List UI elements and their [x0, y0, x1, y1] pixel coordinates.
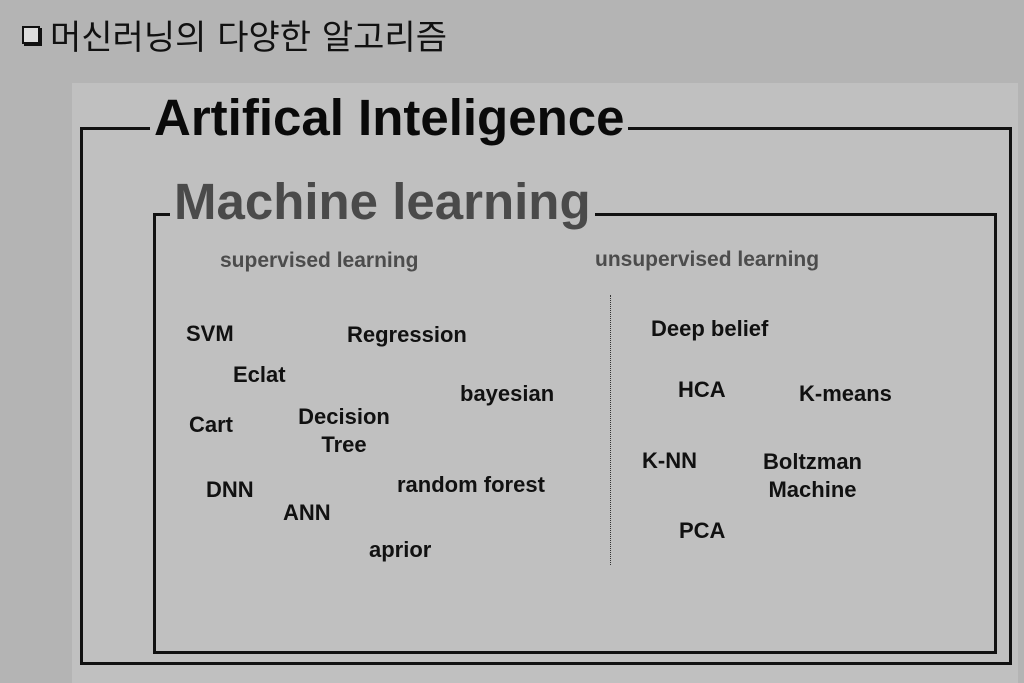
slide-title-text: 머신러닝의 다양한 알고리즘 [50, 18, 447, 58]
algo-hca: HCA [678, 377, 726, 402]
ai-title: Artifical Inteligence [150, 88, 629, 147]
algo-pca: PCA [679, 518, 726, 543]
square-bullet-icon [22, 25, 40, 44]
algo-k-nn: K-NN [642, 448, 697, 473]
supervised-label: supervised learning [220, 249, 419, 272]
algo-eclat: Eclat [233, 362, 286, 387]
algo-dnn: DNN [206, 477, 254, 502]
algo-bayesian: bayesian [460, 381, 555, 406]
algo-aprior: aprior [369, 537, 432, 562]
algo-k-means: K-means [799, 381, 892, 406]
ml-title: Machine learning [170, 172, 595, 231]
divider-line [610, 295, 611, 565]
ml-box [153, 213, 997, 654]
algo-decision-tree: Decision Tree [298, 404, 390, 457]
slide-title: 머신러닝의 다양한 알고리즘 [22, 10, 447, 59]
algo-regression: Regression [347, 322, 467, 347]
algo-svm: SVM [186, 321, 234, 346]
unsupervised-label: unsupervised learning [595, 248, 820, 271]
algo-boltzman-machine: Boltzman Machine [763, 449, 862, 502]
algo-deep-belief: Deep belief [651, 316, 769, 341]
algo-ann: ANN [283, 500, 331, 525]
algo-random-forest: random forest [397, 472, 545, 497]
algo-cart: Cart [189, 412, 234, 437]
